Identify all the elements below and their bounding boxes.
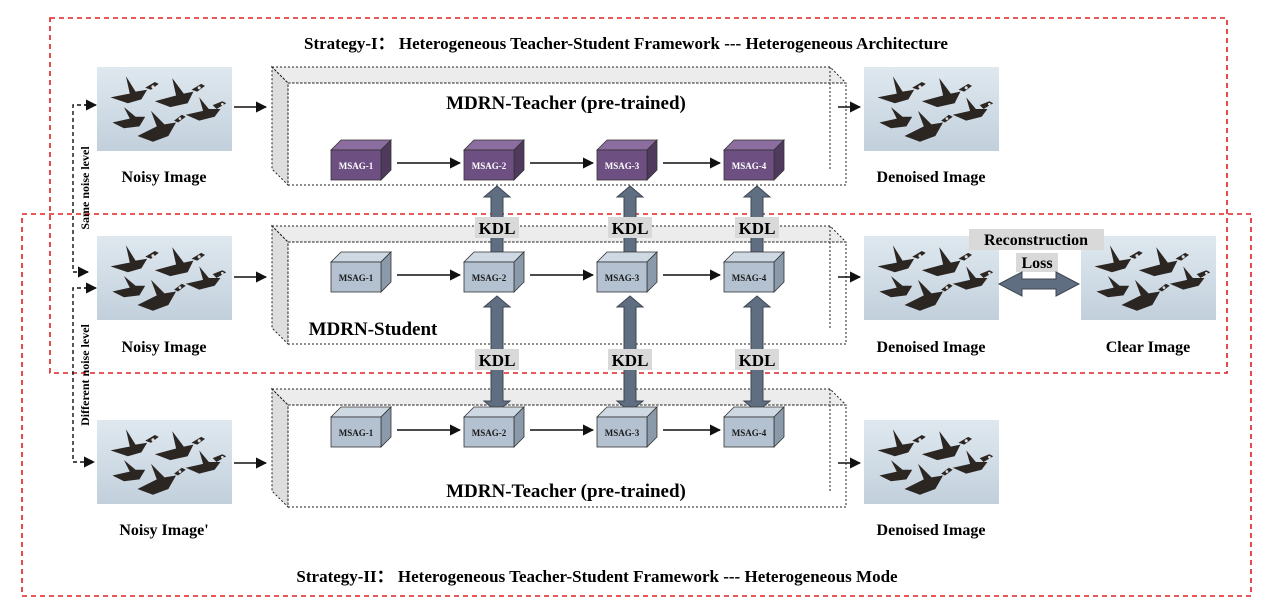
noisy-image-1-label: Noisy Image (122, 169, 207, 186)
kdl-label-upper-4: KDL (739, 219, 776, 238)
kdl-label-upper-3: KDL (612, 219, 649, 238)
kdl-label-upper-3-bg (608, 217, 652, 238)
noisy-image-2: Noisy Image (97, 236, 232, 356)
kdl-label-upper-2: KDL (479, 219, 516, 238)
noisy-image-2-label: Noisy Image (122, 339, 207, 356)
noisy-image-3-label: Noisy Image' (119, 522, 208, 539)
teacher1-msag-2-cube: MSAG-2 (463, 139, 525, 181)
teacher-2-box (270, 387, 848, 509)
denoised-image-2: Denoised Image (864, 236, 999, 356)
clear-image: Clear Image (1081, 236, 1216, 356)
strategy-2-title: Strategy-II： Heterogeneous Teacher-Stude… (296, 567, 898, 586)
noisy-image-3: Noisy Image' (97, 420, 232, 539)
student-msag-1-label: MSAG-1 (339, 273, 374, 283)
different-noise-label: Different noise level (78, 323, 92, 425)
kdl-label-upper-4-bg (735, 217, 779, 238)
kdl-label-lower-3: KDL (612, 351, 649, 370)
teacher2-msag-2-label: MSAG-2 (472, 428, 507, 438)
noisy-image-1: Noisy Image (97, 67, 232, 186)
teacher2-msag-3-cube: MSAG-3 (596, 406, 658, 448)
teacher2-msag-1-label: MSAG-1 (339, 428, 374, 438)
strategy-1-box (49, 17, 1228, 374)
kdl-label-lower-2: KDL (479, 351, 516, 370)
teacher2-msag-1-cube: MSAG-1 (330, 406, 392, 448)
reconstruction-label-bg (969, 229, 1104, 250)
teacher2-msag-4-label: MSAG-4 (732, 428, 767, 438)
teacher1-msag-4-cube: MSAG-4 (723, 139, 785, 181)
kdl-label-upper-2-bg (475, 217, 519, 238)
kdl-label-lower-4-bg (735, 349, 779, 370)
same-noise-bracket (72, 104, 90, 278)
loss-label-bg (1016, 253, 1058, 272)
teacher2-msag-2-cube: MSAG-2 (463, 406, 525, 448)
denoised-image-3-label: Denoised Image (877, 522, 986, 539)
student-msag-2-label: MSAG-2 (472, 273, 507, 283)
teacher1-msag-2-label: MSAG-2 (472, 161, 507, 171)
student-box (270, 224, 848, 346)
strategy-1-title: Strategy-I： Heterogeneous Teacher-Studen… (304, 34, 948, 53)
teacher1-msag-1-cube: MSAG-1 (330, 139, 392, 181)
teacher1-msag-1-label: MSAG-1 (339, 161, 374, 171)
denoised-image-1-label: Denoised Image (877, 169, 986, 186)
clear-image-label: Clear Image (1106, 339, 1191, 356)
student-msag-1-cube: MSAG-1 (330, 251, 392, 293)
same-noise-label: Same noise level (78, 146, 92, 230)
reconstruction-label: Reconstruction (984, 232, 1088, 249)
student-msag-4-cube: MSAG-4 (723, 251, 785, 293)
denoised-image-3: Denoised Image (864, 420, 999, 539)
different-noise-bracket (72, 287, 96, 468)
kdl-label-lower-3-bg (608, 349, 652, 370)
teacher2-msag-4-cube: MSAG-4 (723, 406, 785, 448)
teacher1-msag-4-label: MSAG-4 (732, 161, 767, 171)
reconstruction-loss-arrow (997, 271, 1081, 297)
denoised-image-2-label: Denoised Image (877, 339, 986, 356)
student-msag-2-cube: MSAG-2 (463, 251, 525, 293)
kdl-label-lower-4: KDL (739, 351, 776, 370)
kdl-label-lower-2-bg (475, 349, 519, 370)
student-msag-3-label: MSAG-3 (605, 273, 640, 283)
student-msag-3-cube: MSAG-3 (596, 251, 658, 293)
teacher1-msag-3-label: MSAG-3 (605, 161, 640, 171)
loss-label: Loss (1021, 255, 1052, 272)
teacher-1-title: MDRN-Teacher (pre-trained) (446, 93, 686, 114)
teacher-2-title: MDRN-Teacher (pre-trained) (446, 481, 686, 502)
denoised-image-1: Denoised Image (864, 67, 999, 186)
teacher-1-box (270, 65, 848, 187)
student-title: MDRN-Student (309, 319, 438, 340)
student-msag-4-label: MSAG-4 (732, 273, 767, 283)
teacher2-msag-3-label: MSAG-3 (605, 428, 640, 438)
teacher1-msag-3-cube: MSAG-3 (596, 139, 658, 181)
